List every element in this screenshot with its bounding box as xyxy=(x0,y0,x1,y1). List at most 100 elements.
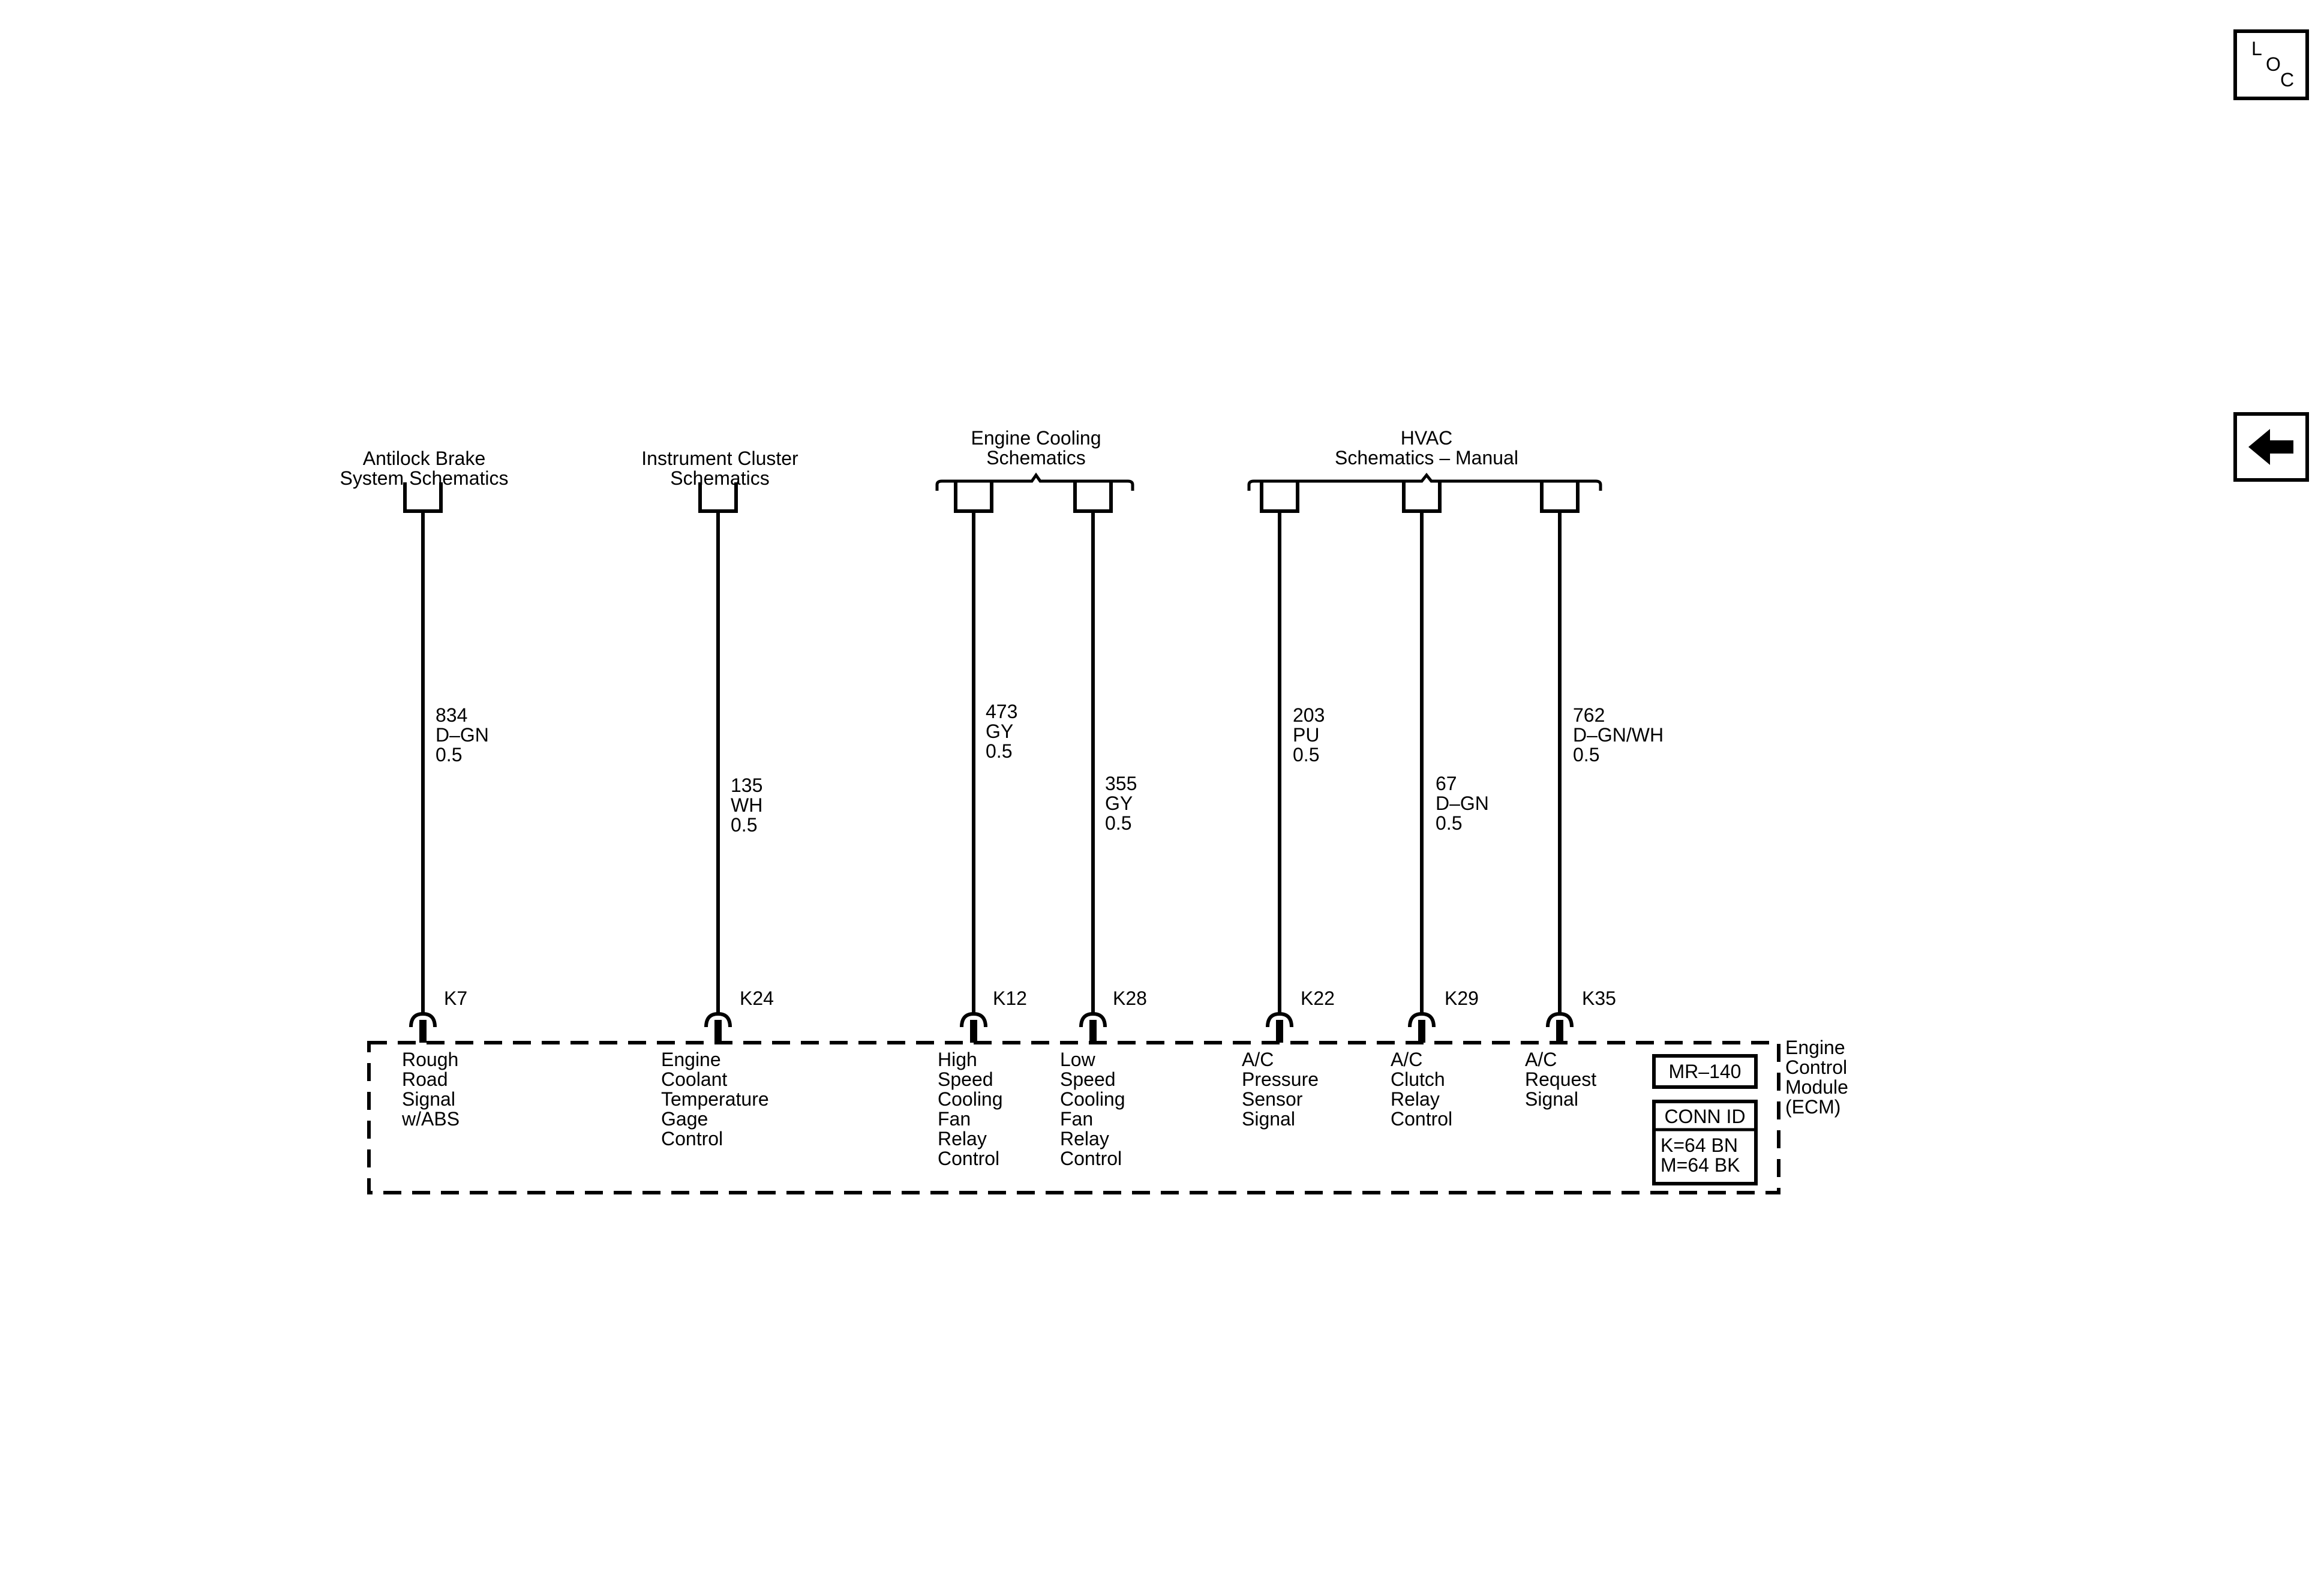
function-line: Signal xyxy=(402,1088,455,1110)
conn-id-title: CONN ID xyxy=(1664,1106,1745,1127)
wire-label-k22: 203 PU 0.5 xyxy=(1293,704,1325,766)
circuit-number: 203 xyxy=(1293,704,1325,726)
wire-color: GY xyxy=(986,721,1013,742)
back-button[interactable] xyxy=(2233,412,2309,482)
wire-gauge: 0.5 xyxy=(1293,744,1319,766)
wire-label-k7: 834 D–GN 0.5 xyxy=(436,704,489,766)
destination-ipc-line-1: Instrument Cluster xyxy=(641,448,798,469)
conn-id-line-m: M=64 BK xyxy=(1661,1154,1740,1176)
wire-color: D–GN/WH xyxy=(1573,724,1664,746)
pin-label-k22: K22 xyxy=(1301,987,1335,1009)
module-name: Engine Control Module (ECM) xyxy=(1785,1037,1848,1118)
module-name-line: Control xyxy=(1785,1056,1847,1078)
wire-layer xyxy=(403,482,1580,1043)
pin-function-k35: A/C Request Signal xyxy=(1525,1049,1596,1110)
module-name-line: Module xyxy=(1785,1076,1848,1098)
destination-ipc-line-2: Schematics xyxy=(670,467,769,489)
pin-function-k22: A/C Pressure Sensor Signal xyxy=(1242,1049,1319,1130)
cooling-group-brace xyxy=(935,472,1134,491)
circuit-number: 67 xyxy=(1436,773,1457,794)
conn-id-line-k: K=64 BN xyxy=(1661,1134,1738,1156)
destination-terminal xyxy=(1540,482,1580,513)
function-line: Sensor xyxy=(1242,1088,1303,1110)
connector-terminal-k28 xyxy=(1079,1011,1107,1028)
wire-label-k28: 355 GY 0.5 xyxy=(1105,773,1137,834)
conn-id-box: CONN ID K=64 BN M=64 BK xyxy=(1652,1100,1758,1185)
wire-gauge: 0.5 xyxy=(1436,812,1462,834)
connector-pin-k28 xyxy=(1089,1020,1097,1043)
function-line: w/ABS xyxy=(401,1108,460,1130)
connector-pin-k24 xyxy=(714,1020,722,1043)
destination-abs-line-2: System Schematics xyxy=(340,467,509,489)
function-line: Cooling xyxy=(1060,1088,1125,1110)
function-line: A/C xyxy=(1525,1049,1557,1070)
destination-abs-line-1: Antilock Brake xyxy=(363,448,486,469)
connector-pin-k35 xyxy=(1556,1020,1563,1043)
function-line: Temperature xyxy=(661,1088,769,1110)
function-line: Speed xyxy=(938,1068,993,1090)
circuit-number: 135 xyxy=(731,775,762,796)
function-line: Road xyxy=(402,1068,448,1090)
connector-terminal-k29 xyxy=(1408,1011,1436,1028)
function-line: Fan xyxy=(938,1108,971,1130)
function-line: Speed xyxy=(1060,1068,1116,1090)
connector-pin-k7 xyxy=(419,1020,427,1043)
hvac-group-brace xyxy=(1247,472,1602,491)
function-line: A/C xyxy=(1242,1049,1274,1070)
circuit-k24 xyxy=(698,482,738,1043)
module-name-line: Engine xyxy=(1785,1037,1845,1058)
circuit-number: 834 xyxy=(436,704,467,726)
function-line: Engine xyxy=(661,1049,721,1070)
pin-label-k12: K12 xyxy=(993,987,1027,1009)
connector-terminal-k12 xyxy=(960,1011,987,1028)
module-name-line: (ECM) xyxy=(1785,1096,1840,1118)
circuit-number: 473 xyxy=(986,701,1017,722)
pin-function-k12: High Speed Cooling Fan Relay Control xyxy=(938,1049,1003,1169)
pin-label-k7: K7 xyxy=(444,987,467,1009)
pin-label-k29: K29 xyxy=(1445,987,1479,1009)
wire-color: D–GN xyxy=(436,724,489,746)
circuit-k28 xyxy=(1073,482,1113,1043)
destination-hvac[interactable]: HVAC Schematics – Manual xyxy=(1335,427,1518,469)
pin-label-k28: K28 xyxy=(1113,987,1147,1009)
pin-function-k28: Low Speed Cooling Fan Relay Control xyxy=(1060,1049,1125,1169)
destination-cooling-line-2: Schematics xyxy=(986,447,1085,469)
circuit-k22 xyxy=(1260,482,1299,1043)
function-line: Signal xyxy=(1525,1088,1578,1110)
pin-label-k35: K35 xyxy=(1582,987,1616,1009)
ecm-module-boundary xyxy=(367,1041,1780,1194)
wire-gauge: 0.5 xyxy=(731,814,757,836)
circuit-k29 xyxy=(1402,482,1442,1043)
loc-button[interactable]: L O C xyxy=(2233,29,2309,100)
destination-terminal xyxy=(954,482,993,513)
circuit-k12 xyxy=(954,482,993,1043)
wire-gauge: 0.5 xyxy=(986,740,1012,762)
destination-cooling[interactable]: Engine Cooling Schematics xyxy=(971,427,1101,469)
destination-terminal xyxy=(1260,482,1299,513)
function-line: Clutch xyxy=(1391,1068,1445,1090)
connector-pin-k29 xyxy=(1418,1020,1425,1043)
function-line: Control xyxy=(1060,1148,1122,1169)
function-line: Relay xyxy=(1060,1128,1109,1149)
mr-label: MR–140 xyxy=(1669,1061,1742,1082)
function-line: Relay xyxy=(938,1128,987,1149)
left-arrow-icon xyxy=(2248,429,2293,465)
connector-terminal-k35 xyxy=(1546,1011,1574,1028)
function-line: Cooling xyxy=(938,1088,1003,1110)
function-line: Coolant xyxy=(661,1068,727,1090)
loc-letter-l: L xyxy=(2251,38,2262,59)
destination-abs[interactable]: Antilock Brake System Schematics xyxy=(340,448,509,489)
destination-cooling-line-1: Engine Cooling xyxy=(971,427,1101,449)
circuit-k7 xyxy=(403,482,443,1043)
wire-label-k12: 473 GY 0.5 xyxy=(986,701,1017,762)
function-line: Low xyxy=(1060,1049,1096,1070)
pin-label-k24: K24 xyxy=(740,987,774,1009)
wire-label-k29: 67 D–GN 0.5 xyxy=(1436,773,1489,834)
destination-ipc[interactable]: Instrument Cluster Schematics xyxy=(641,448,798,489)
function-line: High xyxy=(938,1049,977,1070)
function-line: Rough xyxy=(402,1049,458,1070)
wire-gauge: 0.5 xyxy=(436,744,462,766)
function-line: Relay xyxy=(1391,1088,1440,1110)
function-line: Control xyxy=(938,1148,999,1169)
function-line: Request xyxy=(1525,1068,1596,1090)
